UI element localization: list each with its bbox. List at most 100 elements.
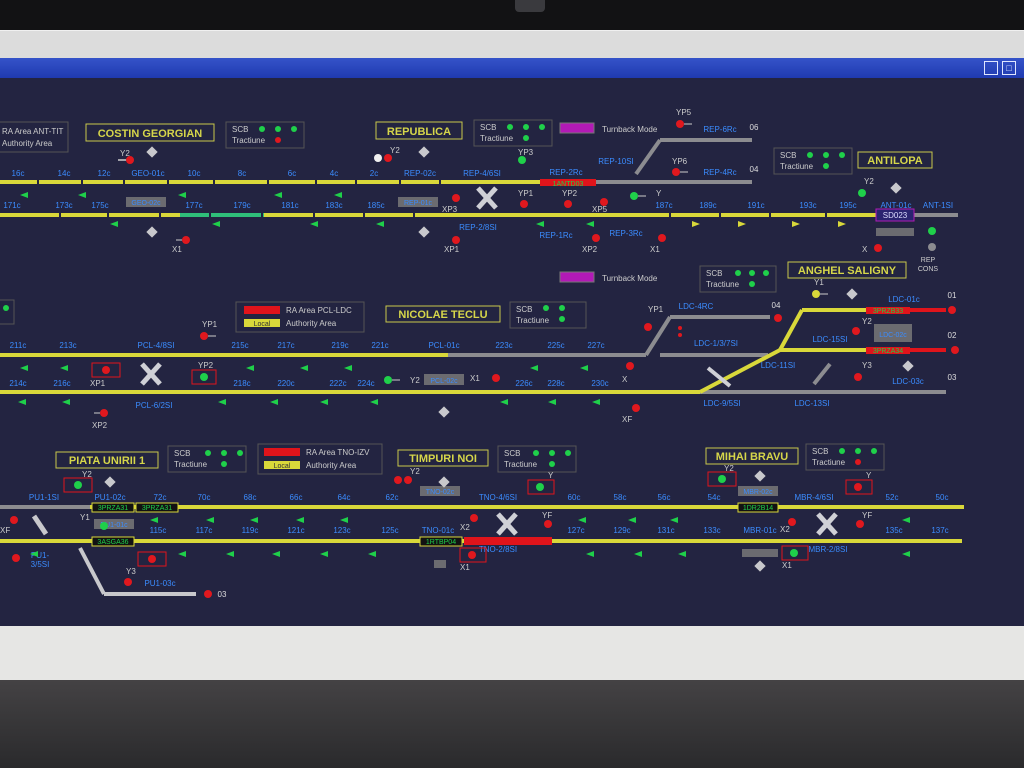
turnback-mode-button[interactable]: [559, 271, 595, 283]
block-label: 119c: [242, 526, 259, 535]
signal[interactable]: Y: [527, 471, 555, 495]
signal[interactable]: [774, 314, 782, 322]
route-block-red[interactable]: [866, 347, 910, 354]
scb-box: [805, 443, 885, 471]
route-block[interactable]: [135, 502, 179, 513]
platform-block[interactable]: [398, 197, 438, 207]
route-block-red[interactable]: [464, 537, 552, 545]
platform-label: GEO-02c: [131, 200, 161, 207]
signal[interactable]: Y2: [374, 146, 400, 162]
station-box[interactable]: [705, 447, 799, 465]
signal[interactable]: XF: [622, 404, 640, 424]
x-crossover-icon[interactable]: [496, 512, 518, 536]
signal[interactable]: YF: [856, 511, 872, 528]
signal[interactable]: YP5: [676, 108, 692, 128]
signal[interactable]: [12, 554, 20, 562]
signal[interactable]: X: [622, 362, 634, 384]
signal[interactable]: X: [862, 244, 882, 254]
platform-block[interactable]: [738, 486, 778, 496]
station-box[interactable]: [787, 261, 907, 279]
signal[interactable]: XP3: [442, 194, 460, 214]
block-label: 137c: [931, 526, 948, 535]
signal[interactable]: XP2: [582, 234, 600, 254]
platform-block[interactable]: [424, 374, 464, 385]
station-box[interactable]: [85, 123, 215, 142]
signal[interactable]: X1: [650, 234, 666, 254]
signal[interactable]: Y2: [394, 467, 420, 484]
signal[interactable]: X1: [470, 374, 500, 383]
platform-block[interactable]: [420, 486, 460, 496]
track-segment[interactable]: [699, 348, 781, 394]
signal[interactable]: Y1: [80, 513, 108, 530]
route-block[interactable]: [419, 536, 463, 547]
signal[interactable]: Y2: [384, 376, 420, 385]
signal[interactable]: Y2: [858, 177, 874, 197]
signal[interactable]: XF: [0, 516, 18, 535]
signal[interactable]: Y1: [812, 278, 828, 298]
minimize-icon[interactable]: [984, 61, 998, 75]
x-crossover-icon[interactable]: [476, 186, 498, 210]
signal[interactable]: X1: [172, 236, 190, 254]
signal[interactable]: X2: [780, 518, 796, 534]
track-segment[interactable]: [31, 514, 49, 536]
signal[interactable]: Y2: [63, 470, 93, 493]
signal[interactable]: X2: [460, 514, 478, 532]
signal[interactable]: YP1: [518, 189, 534, 208]
signal[interactable]: YP3: [518, 148, 534, 164]
scb-box: [473, 119, 553, 147]
signal[interactable]: Y: [845, 471, 873, 495]
signal[interactable]: [137, 551, 167, 567]
signal[interactable]: XP1: [444, 236, 460, 254]
signal[interactable]: X1: [781, 545, 809, 570]
track-segment[interactable]: [634, 138, 662, 176]
signal[interactable]: XP2: [92, 409, 108, 430]
track-segment[interactable]: [644, 315, 672, 357]
platform-block[interactable]: [874, 324, 912, 342]
x-crossover-icon[interactable]: [816, 512, 838, 536]
signal[interactable]: Y2: [707, 464, 737, 487]
local-button[interactable]: [264, 461, 300, 469]
x-crossover-icon[interactable]: [706, 366, 732, 388]
route-block[interactable]: [91, 502, 135, 513]
signal[interactable]: YF: [542, 511, 552, 528]
signal[interactable]: Y2: [118, 149, 134, 164]
sd-block[interactable]: [875, 208, 915, 222]
platform-block[interactable]: [126, 197, 166, 207]
signal[interactable]: YP1: [200, 320, 218, 340]
signal[interactable]: [951, 346, 959, 354]
signal[interactable]: Y3: [124, 567, 136, 586]
signal[interactable]: YP6: [672, 157, 688, 176]
x-crossover-icon[interactable]: [140, 362, 162, 386]
turnback-mode-button[interactable]: [559, 122, 595, 134]
track-segment[interactable]: [778, 309, 804, 351]
station-box[interactable]: [857, 151, 933, 169]
signal[interactable]: Y: [630, 189, 662, 200]
signal[interactable]: Y2: [852, 317, 872, 335]
signal[interactable]: YP1: [644, 305, 664, 331]
signal[interactable]: Y3: [854, 361, 872, 381]
route-block[interactable]: [737, 502, 779, 513]
svg-text:Y2: Y2: [390, 146, 400, 155]
route-block-red[interactable]: [866, 307, 910, 314]
platform-block[interactable]: [876, 228, 914, 236]
signal[interactable]: YP2: [191, 361, 217, 385]
track-segment[interactable]: [78, 547, 106, 595]
signal[interactable]: XP5: [592, 198, 608, 214]
track-segment[interactable]: [812, 362, 832, 386]
station-box[interactable]: [397, 449, 489, 467]
arrow-icon: [344, 365, 352, 371]
route-block-red[interactable]: [540, 179, 596, 186]
platform-block[interactable]: [94, 519, 134, 529]
route-block[interactable]: [91, 536, 135, 547]
local-button[interactable]: [244, 319, 280, 327]
maximize-icon[interactable]: □: [1002, 61, 1016, 75]
signal[interactable]: YP2: [562, 189, 578, 208]
signal[interactable]: [948, 306, 956, 314]
signal[interactable]: [204, 590, 212, 598]
signal[interactable]: X1: [459, 547, 487, 572]
signal[interactable]: XP1: [90, 362, 121, 388]
arrow-icon: [250, 517, 258, 523]
station-box[interactable]: [375, 121, 463, 140]
station-box[interactable]: [55, 451, 159, 469]
station-box[interactable]: [385, 305, 501, 323]
